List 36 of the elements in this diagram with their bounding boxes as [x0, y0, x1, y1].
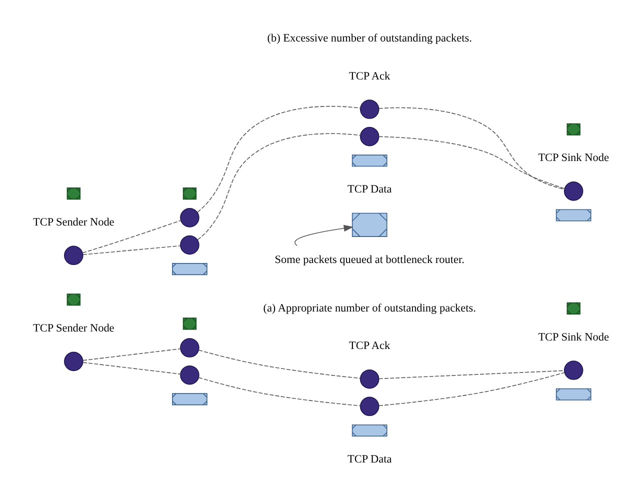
node-circle [359, 369, 379, 389]
node-circle [180, 338, 199, 358]
connector [378, 372, 564, 406]
connector [82, 245, 180, 256]
node-text: Some packets queued at bottleneck router. [274, 254, 464, 266]
node-circle [563, 182, 583, 201]
label: (a) Appropriate number of outstanding packets. [262, 302, 476, 314]
connector [82, 348, 180, 361]
connector [82, 362, 180, 374]
label: TCP Data [346, 184, 392, 196]
node-label: TCP Sink Node [538, 331, 608, 344]
node-label: TCP Sender Node [32, 322, 114, 334]
node-circle [180, 365, 199, 385]
connector [198, 377, 360, 406]
label: TCP Ack [348, 70, 390, 82]
node-circle [64, 246, 83, 266]
connector [82, 220, 181, 254]
node-circle [359, 100, 379, 119]
node-circle [359, 396, 379, 416]
connector [196, 133, 360, 240]
node-circle [180, 235, 199, 255]
arrow [294, 224, 353, 246]
label: TCP Data [346, 453, 392, 466]
node-label: TCP Sink Node [538, 152, 608, 164]
connector [378, 370, 564, 380]
label: TCP Ack [348, 340, 390, 352]
node-circle [359, 126, 379, 146]
connector [196, 106, 360, 213]
label: (b) Excessive number of outstanding packets. [266, 32, 472, 45]
node-circle [180, 208, 199, 228]
connector [378, 136, 564, 189]
node-circle [64, 352, 83, 372]
connector [198, 350, 360, 379]
connector [378, 107, 564, 190]
node-circle [563, 360, 583, 380]
node-label: TCP Sender Node [32, 216, 114, 228]
